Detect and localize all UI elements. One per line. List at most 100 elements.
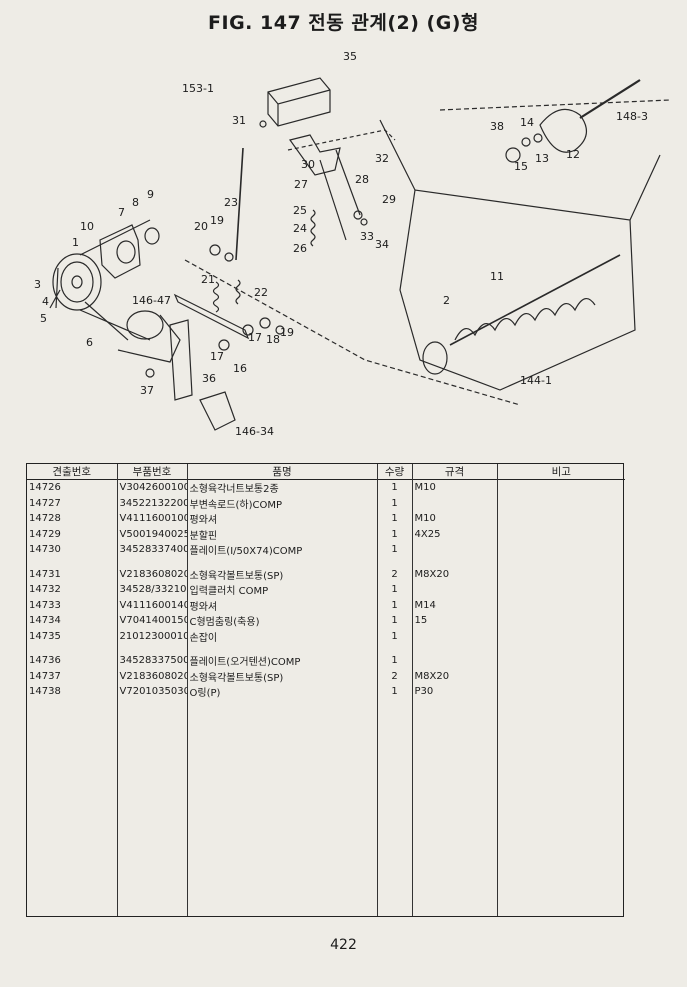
cell-ref-no: 14729 [27,526,118,542]
cell-spec [412,495,498,511]
callout: 153-1 [182,82,214,95]
cell-remark [497,480,625,496]
cell-ref-no: 14738 [27,684,118,700]
callout: 148-3 [616,110,648,123]
cell-quantity: 1 [377,597,413,613]
callout: 19 [280,326,294,339]
callout: 30 [301,158,315,171]
callout: 146-34 [235,425,274,438]
cell-spec: M10 [412,479,498,496]
cell-spec: M8X20 [412,668,498,684]
callout: 19 [210,214,224,227]
cell-part-no: V4111600140 [117,597,188,613]
callout: 27 [294,178,308,191]
callout: 12 [566,148,580,161]
cell-part-name: 소형육각볼트보통(SP) [187,668,378,684]
callout: 3 [34,278,41,291]
group-spacer [27,557,625,567]
cell-part-name: 플레이트(I/50X74)COMP [187,542,378,558]
callout: 5 [40,312,47,325]
callout: 28 [355,173,369,186]
callout: 2 [443,294,450,307]
cell-remark [497,511,625,527]
cell-part-name: 평와셔 [187,511,378,527]
callout: 35 [343,50,357,63]
cell-part-no: V2183608020 [117,566,188,582]
cell-remark [497,629,625,645]
callout: 20 [194,220,208,233]
cell-part-name: 소형육각볼트보통(SP) [187,566,378,582]
cell-part-no: 21012300010 [117,628,188,644]
cell-ref-no: 14736 [27,653,118,669]
callout: 146-47 [132,294,171,307]
cell-spec [412,582,498,598]
cell-part-name: 평와셔 [187,597,378,613]
callout: 37 [140,384,154,397]
cell-part-no: V5001940025 [117,526,188,542]
cell-quantity: 1 [377,653,413,669]
switch-box-part [267,77,331,127]
callout: 34 [375,238,389,251]
header-remark: 비고 [497,464,625,480]
callout: 13 [535,152,549,165]
callout: 23 [224,196,238,209]
cell-ref-no: 14727 [27,495,118,511]
header-spec: 규격 [412,464,498,480]
cell-spec [412,653,498,669]
cell-ref-no: 14737 [27,668,118,684]
cell-part-no: 34528/332100 [117,582,188,598]
cell-spec [412,542,498,558]
callout: 4 [42,295,49,308]
cell-spec: P30 [412,684,498,700]
exploded-parts-diagram: 35 153-1 31 30 32 28 27 29 25 24 33 34 2… [34,50,670,438]
callout: 18 [266,333,280,346]
callout: 32 [375,152,389,165]
cell-quantity: 1 [377,511,413,527]
cell-quantity: 2 [377,668,413,684]
callout: 25 [293,204,307,217]
figure-title: FIG. 147 전동 관계(2) (G)형 [208,12,479,34]
callout: 10 [80,220,94,233]
cell-spec: 15 [412,613,498,629]
cell-spec: 4X25 [412,526,498,542]
cell-part-no: V7041400150 [117,613,188,629]
cell-remark [497,669,625,685]
callout: 14 [520,116,534,129]
cell-remark [497,653,625,669]
callout: 22 [254,286,268,299]
header-part-name: 품명 [187,464,378,480]
cell-quantity: 1 [377,542,413,558]
cell-ref-no: 14733 [27,597,118,613]
cell-part-no: 34528337500 [117,653,188,669]
cell-part-name: 플레이트(오거텐션)COMP [187,653,378,669]
cell-part-no: V3042600100 [117,479,188,496]
callout: 144-1 [520,374,552,387]
cell-quantity: 1 [377,582,413,598]
callout: 33 [360,230,374,243]
callout: 11 [490,270,504,283]
callout: 9 [147,188,154,201]
callout: 15 [514,160,528,173]
callout: 26 [293,242,307,255]
page-number: 422 [330,937,357,953]
cell-remark [497,527,625,543]
callout: 8 [132,196,139,209]
cell-quantity: 1 [377,613,413,629]
cell-quantity: 1 [377,526,413,542]
callout: 36 [202,372,216,385]
callout: 17 [248,331,262,344]
cell-part-no: V2183608020 [117,668,188,684]
cell-spec [412,628,498,644]
cell-quantity: 1 [377,479,413,496]
cell-quantity: 1 [377,628,413,644]
cell-part-name: O링(P) [187,684,378,700]
cell-remark [497,496,625,512]
cell-ref-no: 14735 [27,628,118,644]
